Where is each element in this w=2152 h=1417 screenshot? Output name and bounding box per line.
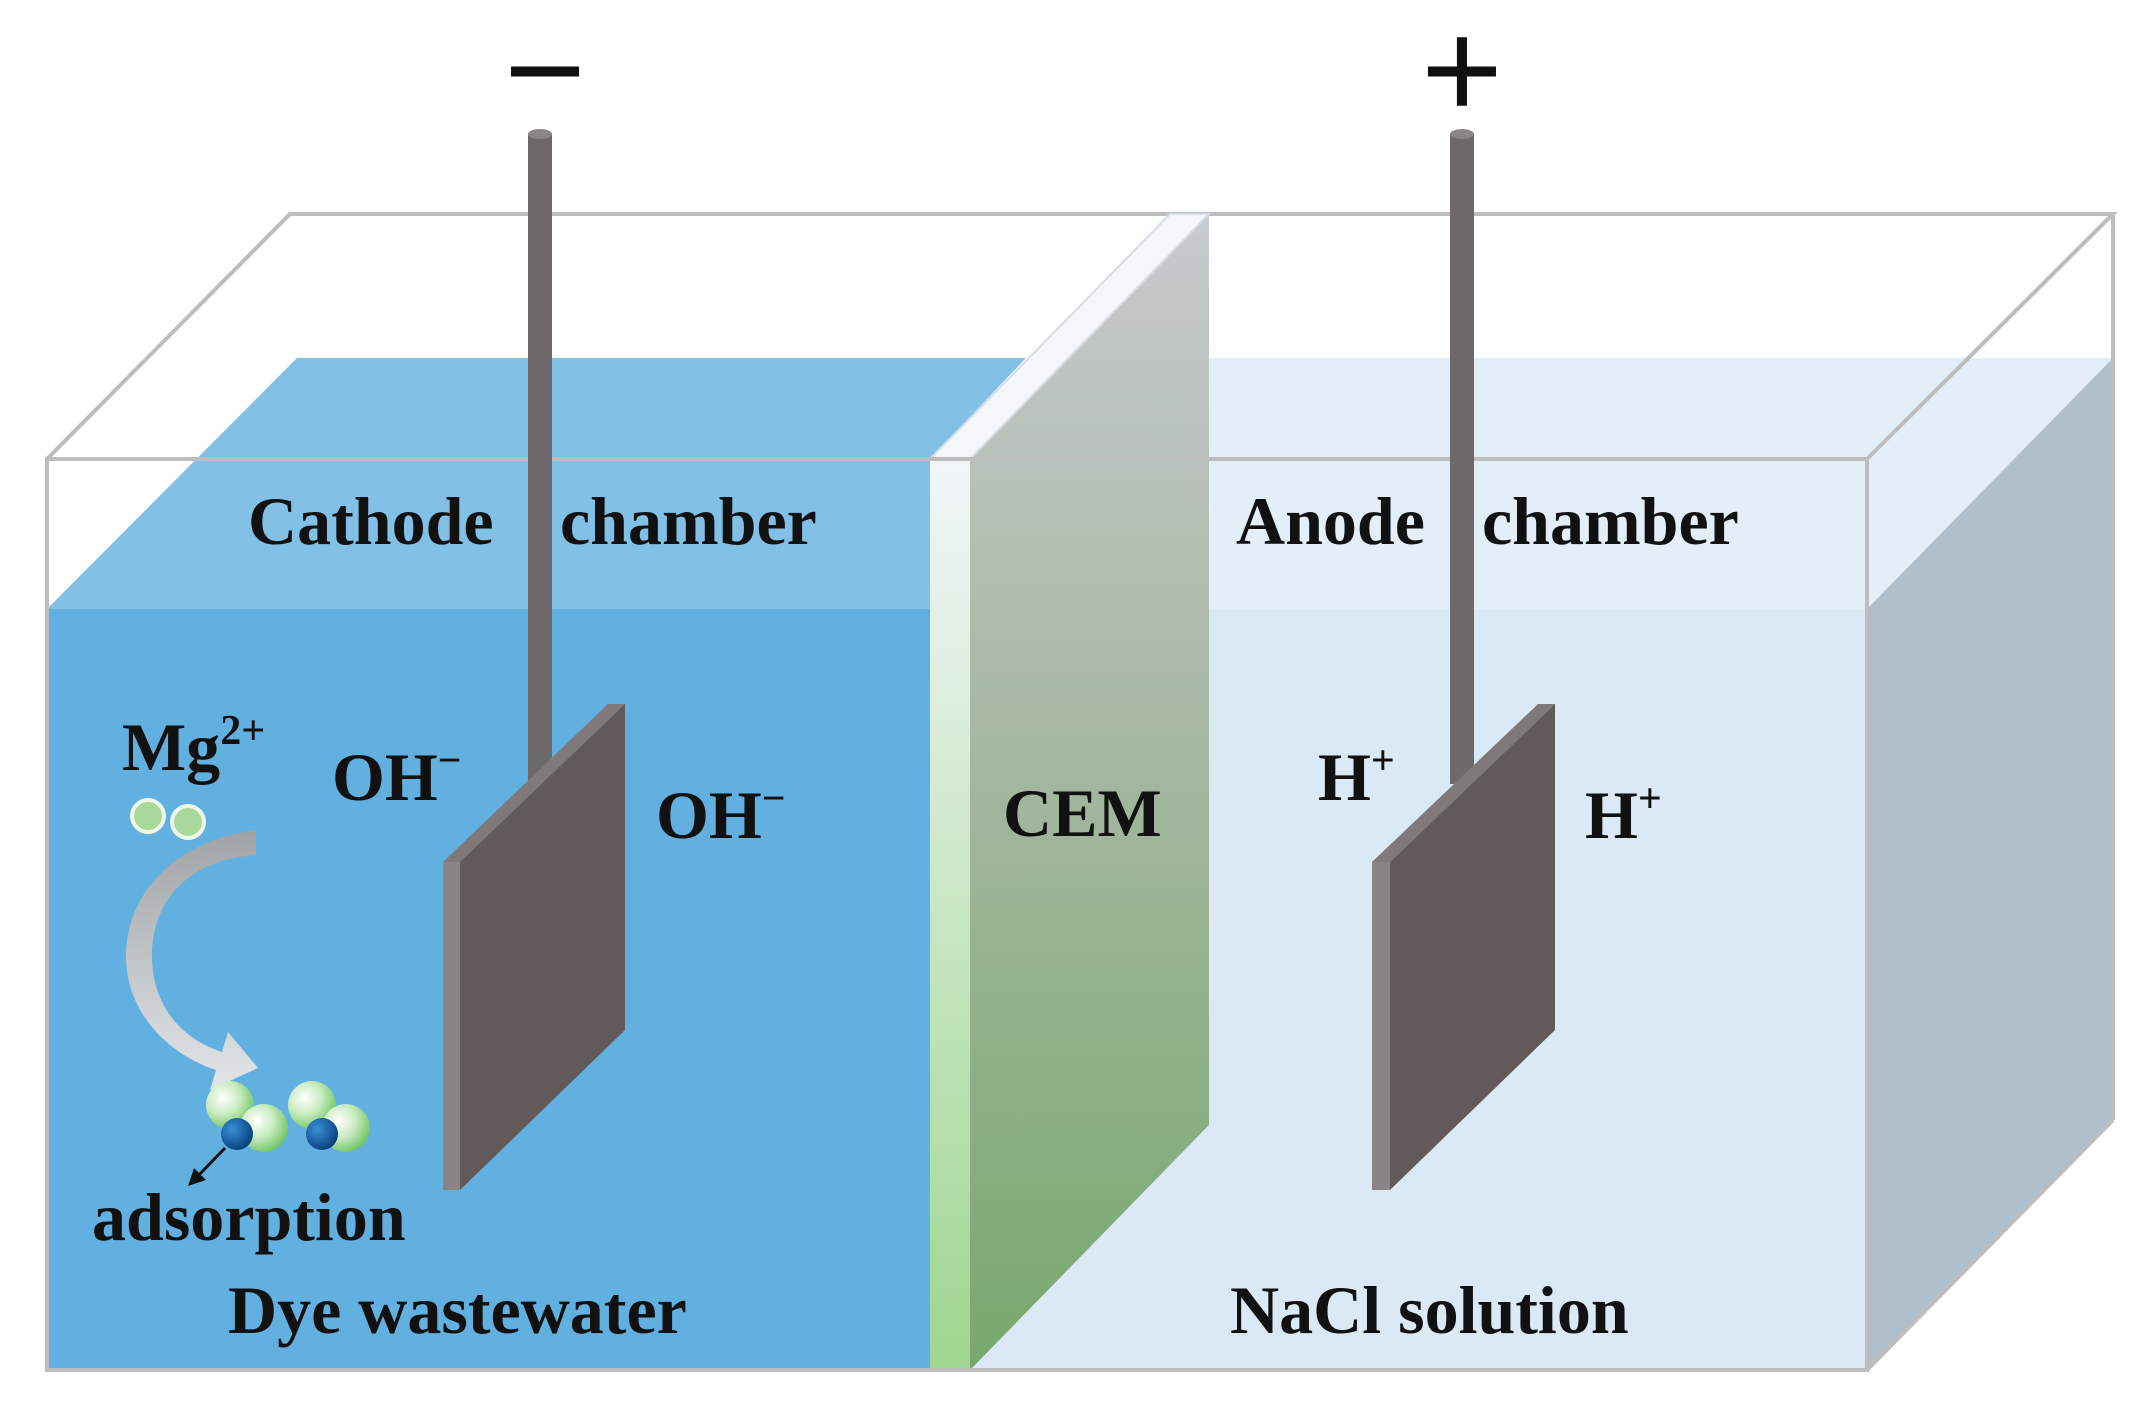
cem-membrane-edge <box>930 459 970 1370</box>
adsorption-pointer-arrow <box>188 1146 227 1186</box>
cem-label: CEM <box>1003 775 1162 851</box>
mg-ion-particles <box>130 798 206 840</box>
cathode-negative-sign: − <box>504 0 586 148</box>
oh-ion-left-symbol: OH <box>332 739 438 815</box>
adsorbent-particles <box>206 1081 370 1152</box>
oh-ion-right-symbol: OH <box>656 777 762 853</box>
curved-arrow-icon <box>125 830 259 1090</box>
oh-ion-left: OH− <box>332 738 462 815</box>
anode-electrode <box>1372 129 1555 1190</box>
cathode-rod <box>528 134 552 784</box>
oh-ion-right: OH− <box>656 776 786 853</box>
dye-wastewater-label: Dye wastewater <box>228 1272 687 1348</box>
h-ion-right-charge: + <box>1638 776 1662 822</box>
tank-right-side <box>1867 358 2113 1370</box>
cathode-electrode <box>443 129 625 1190</box>
anode-plate-top <box>1372 704 1555 862</box>
h-ion-right-symbol: H <box>1585 777 1638 853</box>
adsorption-label: adsorption <box>92 1179 406 1255</box>
cathode-plate-top <box>443 704 625 862</box>
cem-membrane <box>970 214 1209 1370</box>
h-ion-left: H+ <box>1318 738 1395 815</box>
anode-chamber-label-right: chamber <box>1482 483 1739 559</box>
cathode-chamber-label-left: Cathode <box>248 483 494 559</box>
mg-ion-label: Mg2+ <box>122 708 265 785</box>
anode-plate-side <box>1372 862 1390 1190</box>
nacl-solution-label: NaCl solution <box>1230 1272 1629 1348</box>
cathode-plate-side <box>443 862 460 1190</box>
mg-ion-charge: 2+ <box>220 708 265 754</box>
tank-front-rim <box>45 212 2115 1372</box>
h-ion-left-charge: + <box>1371 738 1395 784</box>
cathode-plate-front <box>460 704 625 1190</box>
cathode-chamber-label-right: chamber <box>560 483 817 559</box>
oh-ion-right-charge: − <box>762 776 786 822</box>
anode-positive-sign: + <box>1421 0 1503 148</box>
anode-liquid-surface <box>960 358 2113 609</box>
h-ion-right: H+ <box>1585 776 1662 853</box>
anode-rod <box>1450 134 1474 784</box>
h-ion-left-symbol: H <box>1318 739 1371 815</box>
anode-chamber-label-left: Anode <box>1236 483 1425 559</box>
anode-plate-front <box>1390 704 1555 1190</box>
mg-ion-symbol: Mg <box>122 709 220 785</box>
oh-ion-left-charge: − <box>438 738 462 784</box>
